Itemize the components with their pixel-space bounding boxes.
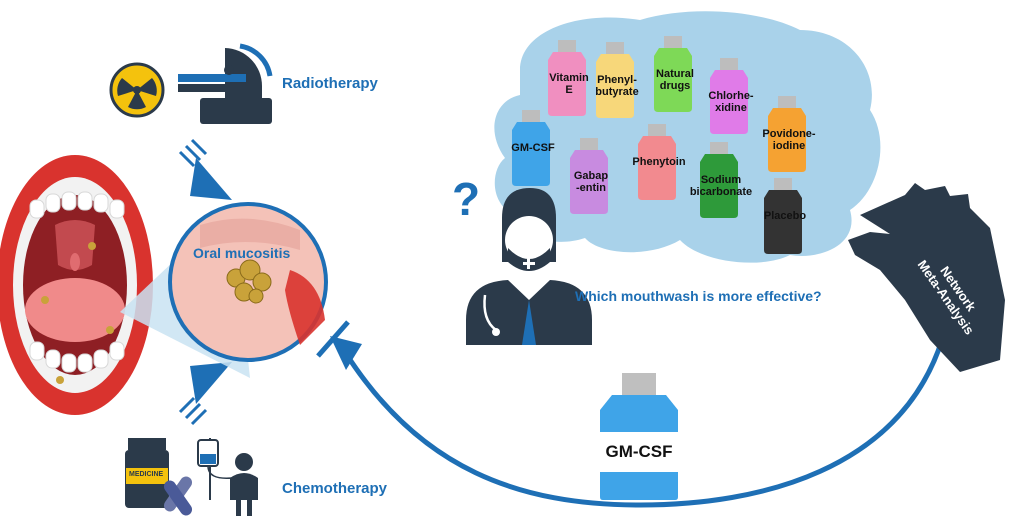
chemotherapy-arrow bbox=[178, 362, 232, 426]
inhibition-bar bbox=[316, 320, 350, 358]
bottle-sodium-bicarbonate bbox=[700, 142, 738, 218]
bottle-label: Sodium bicarbonate bbox=[689, 174, 753, 198]
bottle-phenytoin bbox=[638, 124, 676, 200]
bottle-label: Placebo bbox=[763, 210, 807, 222]
medicine-bottle-icon bbox=[125, 438, 169, 508]
bottle-povidone-iodine bbox=[768, 96, 806, 172]
radiotherapy-machine-icon bbox=[178, 43, 273, 124]
hand-icon bbox=[848, 183, 1005, 372]
open-mouth-illustration bbox=[0, 155, 153, 415]
bottle-label: Vitamin E bbox=[549, 72, 589, 96]
radiotherapy-label: Radiotherapy bbox=[282, 75, 378, 92]
bottle-label: GM-CSF bbox=[511, 142, 555, 154]
bottle-label: Povidone- iodine bbox=[762, 128, 816, 152]
bottle-label: Phenytoin bbox=[632, 156, 686, 168]
chemotherapy-label: Chemotherapy bbox=[282, 480, 388, 497]
radiation-icon bbox=[109, 62, 165, 118]
bottle-natural-drugs bbox=[654, 36, 692, 112]
bottle-label: Gabap -entin bbox=[573, 170, 609, 194]
bottle-label: Phenyl- butyrate bbox=[595, 74, 639, 98]
medicine-label: MEDICINE bbox=[129, 471, 164, 478]
result-bottle-label: GM-CSF bbox=[605, 442, 673, 461]
bottle-vitamin-e bbox=[548, 40, 586, 116]
bottle-placebo bbox=[764, 178, 802, 254]
doctor-icon bbox=[466, 188, 592, 345]
result-bottle-gm-csf bbox=[600, 373, 678, 500]
bottle-label: Chlorhe- xidine bbox=[708, 90, 754, 114]
oral-mucositis-label: Oral mucositis bbox=[193, 245, 291, 261]
feedback-arrowhead bbox=[330, 336, 362, 370]
patient-icon bbox=[230, 453, 258, 516]
bottle-gm-csf bbox=[512, 110, 550, 186]
feedback-arc bbox=[342, 339, 945, 508]
bottle-phenyl-butyrate bbox=[596, 42, 634, 118]
iv-drip-icon bbox=[197, 438, 233, 500]
question-label: Which mouthwash is more effective? bbox=[575, 288, 822, 304]
question-mark-icon: ? bbox=[452, 173, 481, 225]
bottle-label: Natural drugs bbox=[656, 68, 694, 92]
radiotherapy-arrow bbox=[178, 138, 232, 200]
pill-capsules-icon bbox=[163, 476, 193, 516]
mucositis-zoom-circle bbox=[168, 202, 328, 362]
bottle-chlorhe-xidine bbox=[710, 58, 748, 134]
bottle-gabap-entin bbox=[570, 138, 608, 214]
